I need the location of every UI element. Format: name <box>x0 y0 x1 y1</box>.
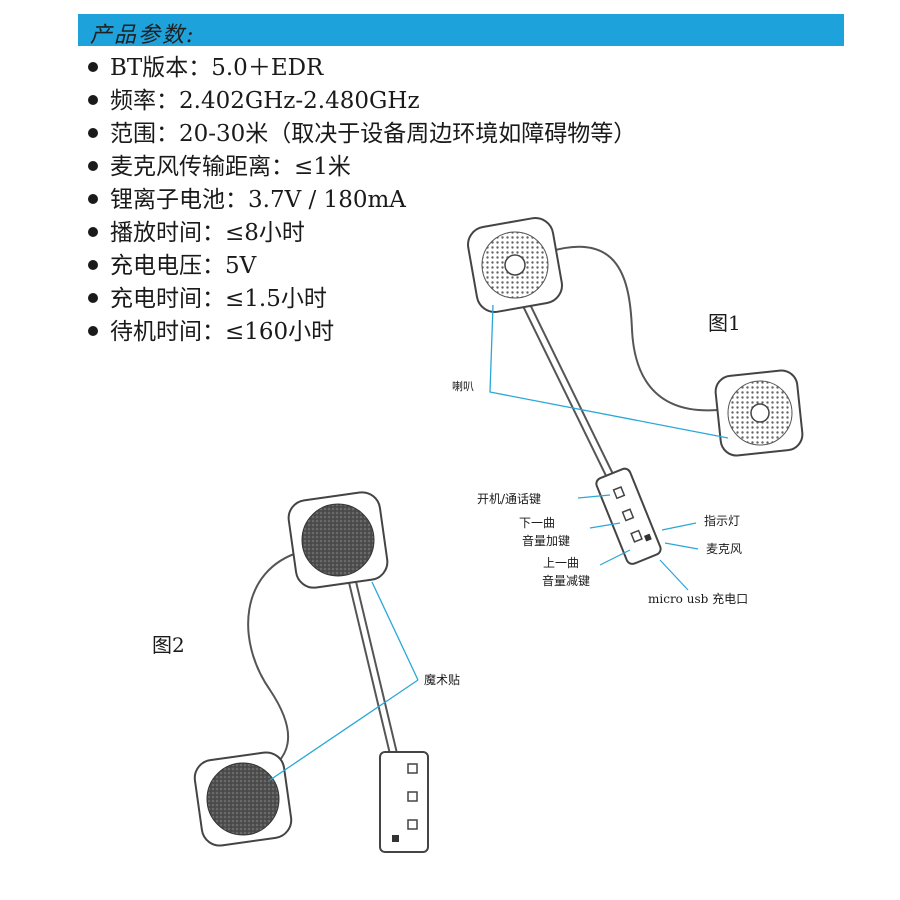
figure-1-label: 图1 <box>708 311 741 335</box>
speaker-upper-felt <box>287 491 389 589</box>
volume-up-label: 音量加键 <box>522 533 570 548</box>
bullet-icon <box>88 62 98 72</box>
bullet-icon <box>88 326 98 336</box>
bullet-icon <box>88 95 98 105</box>
speaker-leader-line <box>489 304 729 439</box>
spec-item-range: 范围：20-30米（取决于设备周边环境如障碍物等） <box>88 118 636 151</box>
spec-text: 待机时间：≤160小时 <box>110 319 335 345</box>
power-call-button <box>612 486 626 500</box>
bullet-icon <box>88 128 98 138</box>
prev-track-label: 上一曲 <box>543 556 579 570</box>
spec-item-bt-version: BT版本：5.0＋EDR <box>88 52 636 85</box>
speaker-cable <box>247 551 301 776</box>
spec-text: BT版本：5.0＋EDR <box>110 55 324 81</box>
microphone-label: 麦克风 <box>706 542 742 556</box>
figure-2-label: 图2 <box>152 633 185 657</box>
spec-item-mic-distance: 麦克风传输距离：≤1米 <box>88 151 636 184</box>
spec-text: 充电时间：≤1.5小时 <box>110 286 327 312</box>
bullet-icon <box>88 227 98 237</box>
volume-down-label: 音量减键 <box>542 573 590 588</box>
next-track-label: 下一曲 <box>519 516 555 530</box>
spec-item-play-time: 播放时间：≤8小时 <box>88 217 636 250</box>
control-module <box>379 751 429 853</box>
section-title: 产品参数: <box>90 23 196 48</box>
speaker-cable <box>547 245 719 412</box>
power-call-key-label: 开机/通话键 <box>477 492 541 506</box>
indicator-led <box>643 533 652 542</box>
speaker-label: 喇叭 <box>452 379 474 393</box>
next-track-button <box>621 508 635 522</box>
spec-text: 麦克风传输距离：≤1米 <box>110 154 351 180</box>
spec-text: 频率：2.402GHz-2.480GHz <box>110 88 420 114</box>
spec-text: 充电电压：5V <box>110 253 257 279</box>
control-module <box>595 467 662 565</box>
spec-item-battery: 锂离子电池：3.7V / 180mA <box>88 184 636 217</box>
spec-item-frequency: 频率：2.402GHz-2.480GHz <box>88 85 636 118</box>
indicator-light-label: 指示灯 <box>704 513 740 528</box>
spec-text: 锂离子电池：3.7V / 180mA <box>110 187 406 213</box>
spec-item-standby-time: 待机时间：≤160小时 <box>88 316 636 349</box>
spec-item-charge-time: 充电时间：≤1.5小时 <box>88 283 636 316</box>
prev-track-button <box>630 529 643 543</box>
spec-list: BT版本：5.0＋EDR 频率：2.402GHz-2.480GHz 范围：20-… <box>88 52 636 349</box>
velcro-label: 魔术贴 <box>424 672 460 687</box>
velcro-leader-line <box>371 581 419 681</box>
speaker-1-upper <box>467 217 563 313</box>
spec-text: 播放时间：≤8小时 <box>110 220 305 246</box>
section-header-bar: 产品参数: <box>78 14 844 48</box>
velcro-leader-line <box>269 679 419 781</box>
figure-2-diagram: 图2 魔术贴 <box>152 491 460 853</box>
charge-port-label: micro usb 充电口 <box>648 591 748 606</box>
bullet-icon <box>88 260 98 270</box>
indicator-led <box>392 835 399 842</box>
bullet-icon <box>88 161 98 171</box>
speaker-lower-felt <box>193 751 293 847</box>
bullet-icon <box>88 194 98 204</box>
speaker-2-lower <box>714 369 804 457</box>
bullet-icon <box>88 293 98 303</box>
figure-1-diagram: 图1 喇叭 开机/通话键 下一曲 音量加键 上一曲 音量减键 指示灯 麦克风 m… <box>452 217 804 606</box>
spec-item-charge-voltage: 充电电压：5V <box>88 250 636 283</box>
spec-text: 范围：20-30米（取决于设备周边环境如障碍物等） <box>110 121 637 147</box>
